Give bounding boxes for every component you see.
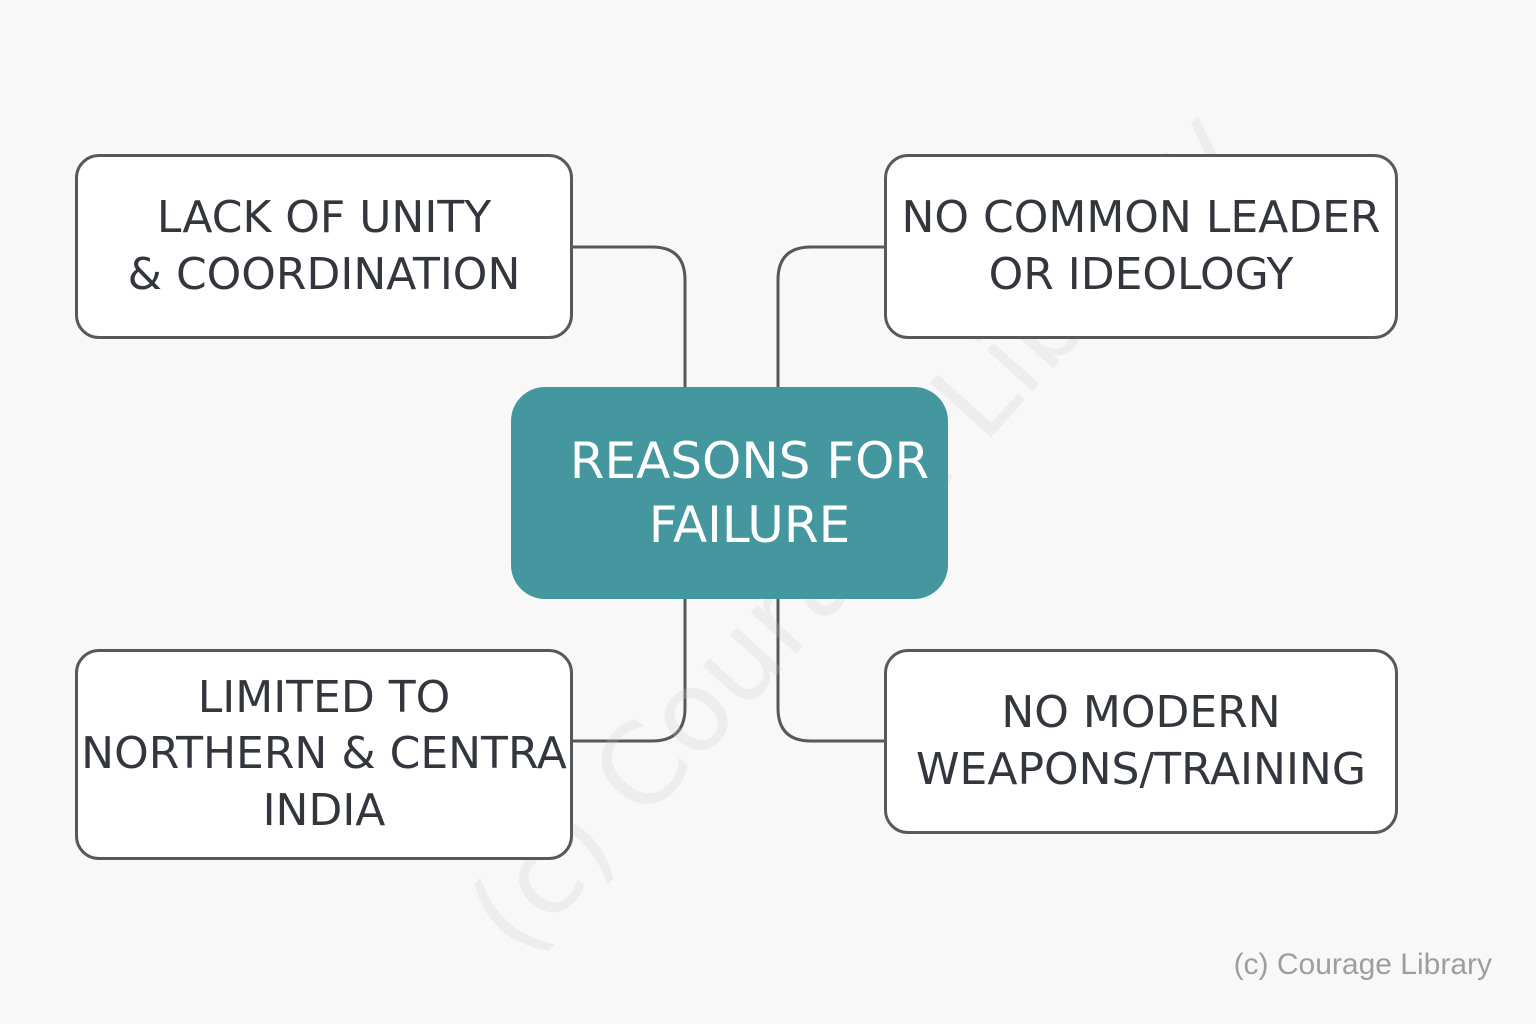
central-topic-node: REASONS FOR FAILURE: [511, 387, 948, 599]
central-topic-line: REASONS FOR: [569, 432, 930, 490]
reason-label-line: & COORDINATION: [127, 248, 521, 300]
reason-label-line: NO COMMON LEADER: [901, 192, 1381, 244]
reason-label-bottom-left: LIMITED TO NORTHERN & CENTRA INDIA: [81, 670, 567, 839]
reason-box-bottom-left: LIMITED TO NORTHERN & CENTRA INDIA: [75, 649, 573, 860]
reason-label-line: NORTHERN & CENTRA: [81, 728, 567, 780]
reason-label-line: LACK OF UNITY: [156, 192, 492, 244]
connector-top-left: [571, 245, 687, 389]
reason-label-top-left: LACK OF UNITY & COORDINATION: [128, 190, 521, 303]
connector-bottom-right: [776, 597, 886, 743]
connector-bottom-left: [571, 597, 687, 743]
central-topic-label: REASONS FOR FAILURE: [570, 429, 930, 557]
reason-label-line: NO MODERN: [1001, 687, 1281, 739]
reason-label-line: OR IDEOLOGY: [988, 248, 1294, 300]
reason-label-line: LIMITED TO: [197, 672, 451, 724]
reason-box-top-left: LACK OF UNITY & COORDINATION: [75, 154, 573, 339]
reason-label-top-right: NO COMMON LEADER OR IDEOLOGY: [901, 190, 1380, 303]
reason-box-bottom-right: NO MODERN WEAPONS/TRAINING: [884, 649, 1398, 834]
central-topic-line: FAILURE: [648, 496, 851, 554]
copyright-watermark: (c) Courage Library: [1233, 948, 1492, 981]
connector-top-right: [776, 245, 886, 389]
reason-label-bottom-right: NO MODERN WEAPONS/TRAINING: [916, 685, 1366, 798]
reason-label-line: INDIA: [262, 784, 386, 836]
reason-box-top-right: NO COMMON LEADER OR IDEOLOGY: [884, 154, 1398, 339]
reason-label-line: WEAPONS/TRAINING: [916, 743, 1366, 795]
